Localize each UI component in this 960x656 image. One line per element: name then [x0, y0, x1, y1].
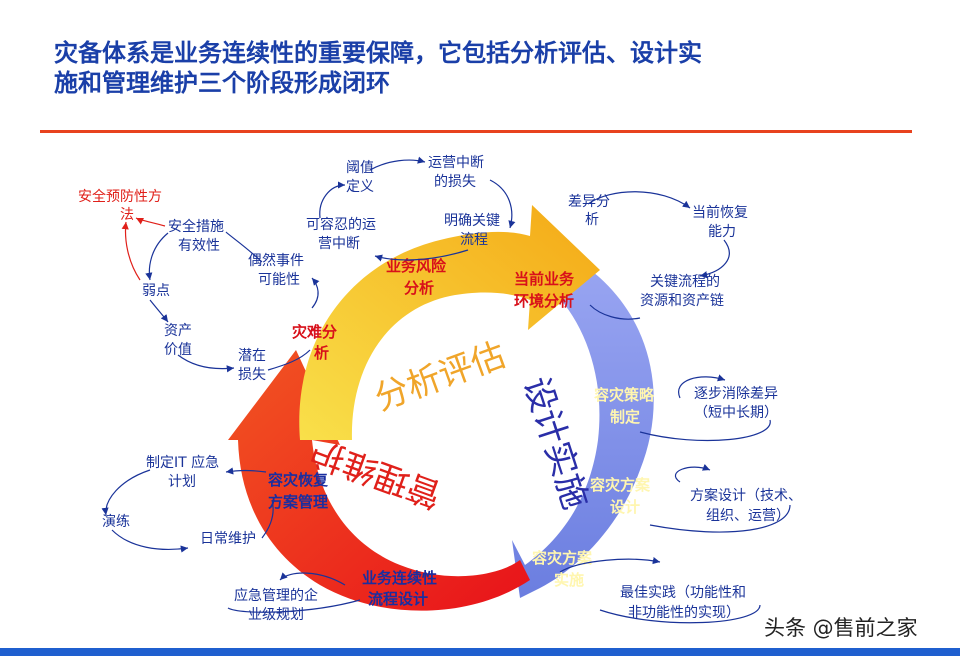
label-daily-maint: 日常维护 — [200, 531, 256, 547]
label-plan-detail: 方案设计（技术、 组织、运营） — [690, 487, 802, 524]
band-disaster-analysis: 灾难分 析 — [292, 323, 337, 362]
svg-text:容灾策略: 容灾策略 — [593, 386, 655, 404]
connector-loops — [101, 156, 791, 624]
svg-text:运营中断: 运营中断 — [428, 155, 484, 171]
svg-text:有效性: 有效性 — [178, 238, 220, 254]
svg-text:容灾恢复: 容灾恢复 — [267, 471, 329, 489]
svg-text:营中断: 营中断 — [318, 236, 360, 252]
svg-text:设计: 设计 — [610, 498, 640, 516]
label-gap: 差异分 析 — [568, 194, 610, 228]
band-strategy: 容灾策略 制定 — [593, 386, 655, 426]
svg-text:计划: 计划 — [168, 474, 196, 490]
band-plan-design: 容灾方案 设计 — [589, 476, 651, 516]
label-it-plan: 制定IT 应急 计划 — [146, 454, 219, 490]
svg-text:应急管理的企: 应急管理的企 — [234, 587, 318, 604]
label-incident: 偶然事件 可能性 — [248, 252, 304, 288]
svg-text:差异分: 差异分 — [568, 194, 610, 210]
page-title: 灾备体系是业务连续性的重要保障，它包括分析评估、设计实 施和管理维护三个阶段形成… — [54, 38, 914, 98]
svg-text:法: 法 — [120, 207, 134, 223]
label-potential-loss: 潜在 损失 — [238, 348, 266, 383]
svg-text:定义: 定义 — [346, 179, 374, 195]
band-recovery-mgmt: 容灾恢复 方案管理 — [267, 471, 329, 511]
label-best-practice: 最佳实践（功能性和 非功能性的实现） — [620, 585, 746, 621]
svg-text:方案设计（技术、: 方案设计（技术、 — [690, 487, 802, 504]
title-divider — [40, 130, 912, 133]
svg-text:组织、运营）: 组织、运营） — [706, 508, 790, 524]
svg-text:演练: 演练 — [102, 514, 130, 530]
band-plan-impl: 容灾方案 实施 — [531, 549, 593, 589]
svg-text:方案管理: 方案管理 — [268, 493, 328, 511]
ring-yellow-segment — [299, 205, 600, 440]
svg-text:弱点: 弱点 — [142, 283, 170, 299]
title-line-1: 灾备体系是业务连续性的重要保障，它包括分析评估、设计实 — [54, 39, 702, 67]
band-bcp-design: 业务连续性 流程设计 — [362, 569, 437, 608]
svg-text:可能性: 可能性 — [258, 272, 300, 288]
svg-text:关键流程的: 关键流程的 — [650, 274, 720, 290]
label-resource-chain: 关键流程的 资源和资产链 — [640, 274, 724, 309]
label-asset-value: 资产 价值 — [164, 323, 192, 358]
svg-text:流程: 流程 — [460, 232, 488, 248]
label-drill: 演练 — [102, 514, 130, 530]
svg-text:偶然事件: 偶然事件 — [248, 252, 304, 269]
svg-text:的损失: 的损失 — [434, 174, 476, 190]
svg-text:资源和资产链: 资源和资产链 — [640, 293, 724, 309]
svg-text:可容忍的运: 可容忍的运 — [306, 216, 376, 233]
bottom-bar — [0, 648, 960, 656]
svg-text:灾难分: 灾难分 — [292, 323, 337, 341]
svg-text:析: 析 — [314, 344, 329, 362]
phase-analysis: 分析评估 — [369, 335, 510, 419]
ring-blue-segment — [512, 255, 654, 598]
svg-text:价值: 价值 — [164, 342, 192, 358]
svg-text:业务连续性: 业务连续性 — [362, 569, 437, 587]
label-enterprise-plan: 应急管理的企 业级规划 — [234, 587, 318, 623]
band-business-risk: 业务风险 分析 — [386, 257, 447, 297]
svg-text:析: 析 — [585, 212, 599, 228]
label-ops-loss: 运营中断 的损失 — [428, 155, 484, 190]
svg-text:明确关键: 明确关键 — [444, 213, 500, 229]
title-line-2: 施和管理维护三个阶段形成闭环 — [54, 69, 390, 97]
svg-text:环境分析: 环境分析 — [514, 292, 574, 310]
label-security-prevent: 安全预防性方 法 — [78, 188, 162, 223]
band-current-env: 当前业务 环境分析 — [514, 270, 575, 310]
svg-text:非功能性的实现）: 非功能性的实现） — [628, 605, 740, 621]
svg-text:损失: 损失 — [238, 367, 266, 383]
svg-text:容灾方案: 容灾方案 — [589, 476, 651, 494]
label-current-recovery: 当前恢复 能力 — [692, 204, 748, 240]
label-tolerable: 可容忍的运 营中断 — [306, 216, 376, 252]
svg-text:安全预防性方: 安全预防性方 — [78, 188, 162, 205]
svg-text:逐步消除差异: 逐步消除差异 — [694, 386, 778, 402]
svg-text:潜在: 潜在 — [238, 348, 266, 364]
svg-text:能力: 能力 — [708, 224, 736, 240]
label-threshold: 阈值 定义 — [346, 160, 374, 195]
svg-text:安全措施: 安全措施 — [168, 218, 224, 235]
svg-text:最佳实践（功能性和: 最佳实践（功能性和 — [620, 585, 746, 601]
svg-text:容灾方案: 容灾方案 — [531, 549, 593, 567]
label-key-process: 明确关键 流程 — [444, 213, 500, 248]
svg-text:当前业务: 当前业务 — [514, 270, 575, 288]
svg-text:实施: 实施 — [554, 571, 584, 589]
red-connectors — [121, 217, 166, 281]
phase-design: 设计实施 — [515, 372, 595, 514]
svg-text:资产: 资产 — [164, 323, 192, 339]
svg-text:当前恢复: 当前恢复 — [692, 204, 748, 221]
label-security-measure: 安全措施 有效性 — [168, 218, 224, 254]
svg-text:分析: 分析 — [404, 279, 434, 297]
svg-text:业务风险: 业务风险 — [386, 257, 447, 275]
svg-text:制定IT 应急: 制定IT 应急 — [146, 454, 219, 471]
label-eliminate-gap: 逐步消除差异 （短中长期） — [694, 386, 778, 421]
svg-text:阈值: 阈值 — [346, 160, 374, 176]
svg-text:制定: 制定 — [610, 408, 640, 426]
svg-text:日常维护: 日常维护 — [200, 531, 256, 547]
label-weakness: 弱点 — [142, 283, 170, 299]
watermark: 头条 @售前之家 — [764, 616, 918, 640]
svg-text:流程设计: 流程设计 — [368, 590, 428, 608]
svg-text:（短中长期）: （短中长期） — [694, 405, 778, 421]
svg-text:业级规划: 业级规划 — [248, 607, 304, 623]
